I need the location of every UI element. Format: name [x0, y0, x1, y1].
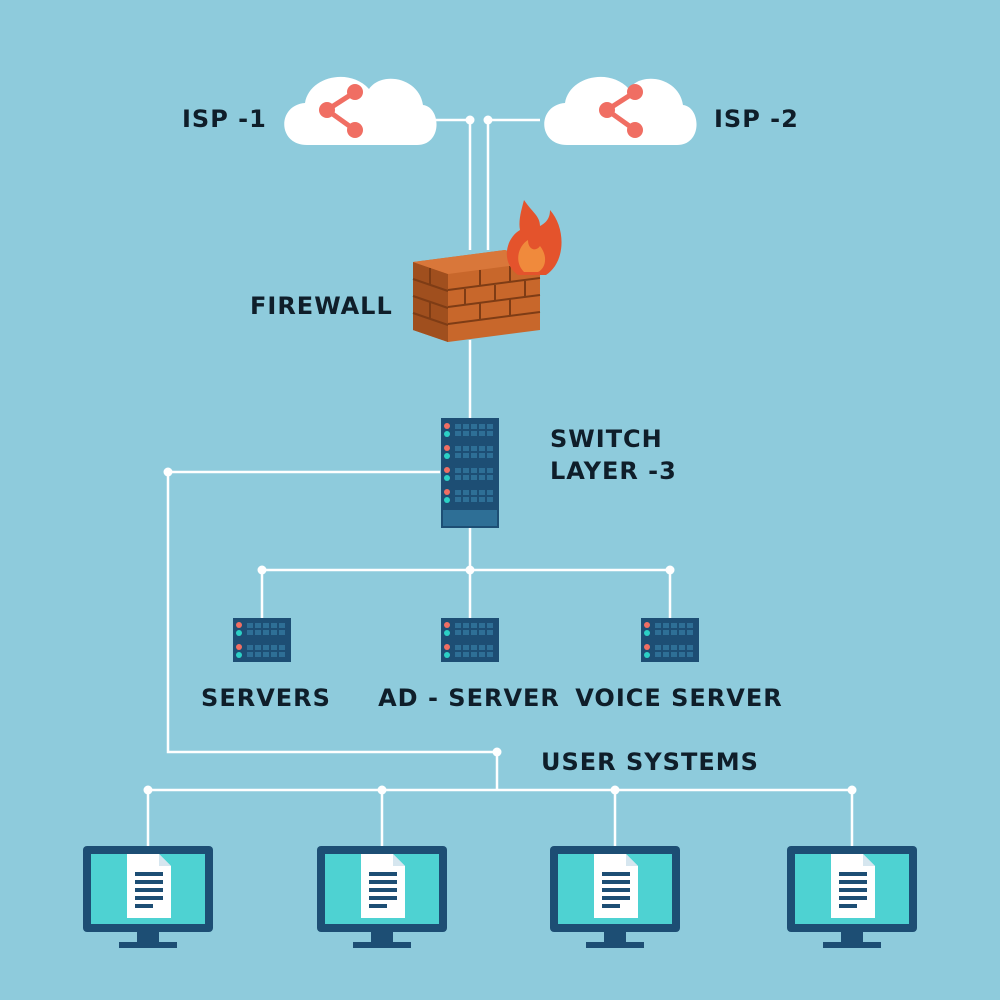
firewall-label: FIREWALL — [250, 292, 393, 320]
user-systems-label: USER SYSTEMS — [541, 748, 759, 776]
ad-server-label: AD - SERVER — [378, 684, 560, 712]
servers-label: SERVERS — [201, 684, 331, 712]
firewall-icon — [412, 200, 562, 342]
monitor-document-icon — [550, 846, 680, 948]
monitor-document-icon — [787, 846, 917, 948]
switch-label-line1: SWITCH — [550, 425, 663, 453]
voice-server-label: VOICE SERVER — [575, 684, 783, 712]
cloud-share-icon — [544, 76, 697, 145]
connector-nodes — [143, 115, 857, 795]
monitor-document-icon — [317, 846, 447, 948]
server-icon — [641, 618, 699, 662]
monitor-document-icon — [83, 846, 213, 948]
connector-lines — [146, 118, 854, 848]
isp1-label: ISP -1 — [182, 105, 267, 133]
isp2-label: ISP -2 — [714, 105, 799, 133]
server-rack-icon — [441, 418, 499, 528]
switch-label: SWITCH LAYER -3 — [550, 423, 677, 488]
server-icon — [441, 618, 499, 662]
cloud-share-icon — [284, 76, 437, 145]
switch-label-line2: LAYER -3 — [550, 457, 677, 486]
server-icon — [233, 618, 291, 662]
